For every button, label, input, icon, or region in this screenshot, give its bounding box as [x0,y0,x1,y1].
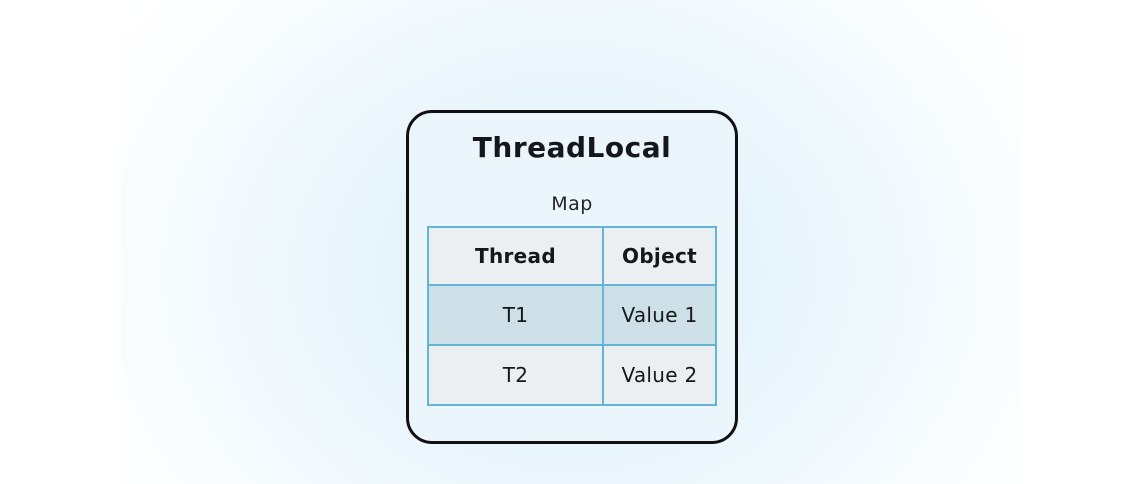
cell-object: Value 1 [602,284,717,346]
page-title: ThreadLocal [472,131,672,164]
cell-object: Value 2 [602,344,717,406]
map-label: Map [551,193,593,215]
cell-thread: T2 [427,344,604,406]
cell-thread: T1 [427,284,604,346]
table-header-row: Thread Object [427,226,717,286]
threadlocal-card: ThreadLocal Map Thread Object T1 Value 1 [406,110,738,444]
table-row: T1 Value 1 [427,284,717,346]
table-row: T2 Value 2 [427,344,717,406]
column-header-object: Object [602,226,717,286]
column-header-thread: Thread [427,226,604,286]
map-table: Thread Object T1 Value 1 T2 Value 2 [427,226,717,406]
